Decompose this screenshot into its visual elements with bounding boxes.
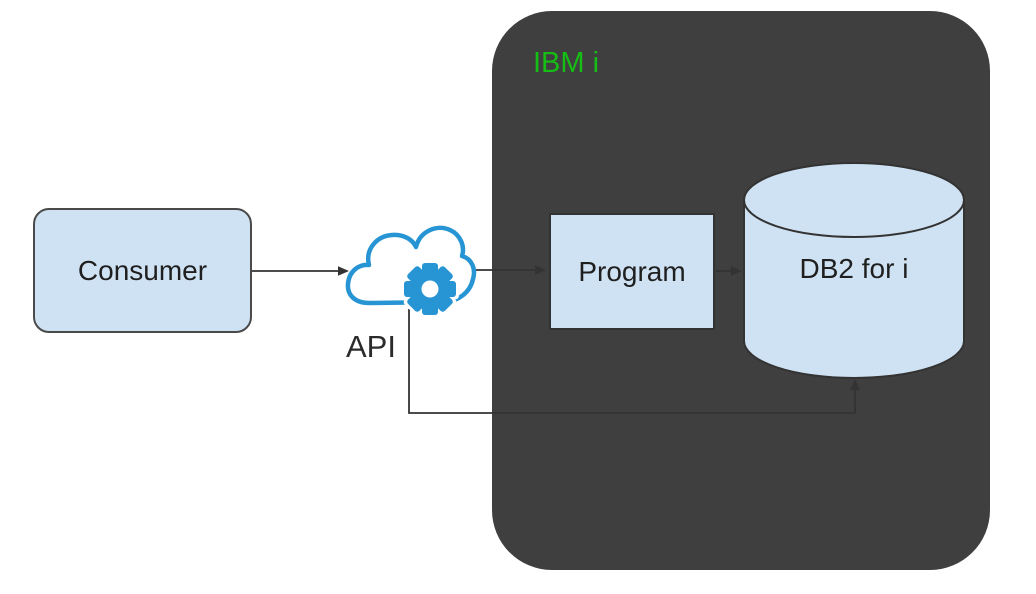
- edge-consumer-to-api: [252, 266, 349, 276]
- edge-api-to-program: [468, 265, 546, 275]
- node-db2-label: DB2 for i: [799, 253, 909, 284]
- node-consumer: Consumer: [33, 208, 252, 333]
- node-api-label: API: [346, 329, 396, 364]
- arrowhead: [535, 265, 546, 275]
- arrowhead: [338, 266, 349, 276]
- db2-cylinder: [743, 162, 965, 379]
- gear-icon: [404, 263, 456, 315]
- arrowhead: [850, 379, 860, 390]
- cloud-gear-icon: [345, 225, 477, 318]
- node-program: Program: [549, 213, 715, 330]
- arrowhead: [731, 266, 742, 276]
- edge-program-to-db2: [716, 266, 742, 276]
- node-program-label: Program: [578, 255, 686, 287]
- edge-api-to-db2-loop: [408, 309, 860, 414]
- node-consumer-label: Consumer: [77, 254, 208, 286]
- ibm-i-container-label: IBM i: [533, 47, 600, 79]
